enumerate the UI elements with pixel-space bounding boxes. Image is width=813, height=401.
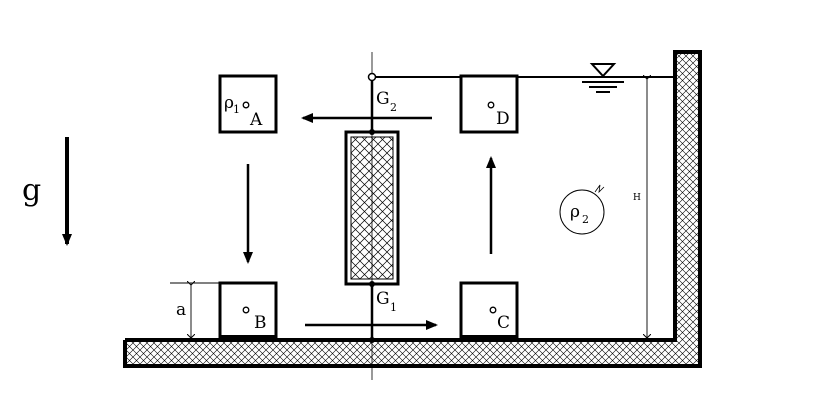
fluid-density-symbol: ρ (570, 202, 580, 222)
g2-label: G (376, 89, 390, 109)
box-c-letter: C (497, 313, 510, 333)
hatched-body (344, 130, 400, 286)
box-b (218, 281, 278, 341)
box-d (459, 74, 519, 134)
gravity-label: g (22, 173, 41, 208)
box-a-density-symbol: ρ (224, 93, 234, 113)
pivot-top (367, 72, 377, 82)
height-label: H (633, 193, 641, 203)
joint-g1 (369, 281, 375, 287)
offset-label: a (176, 300, 186, 320)
joint-g2 (369, 129, 375, 135)
fluid-density-marker (559, 184, 605, 235)
box-b-letter: B (254, 313, 267, 333)
offset-dimension (170, 283, 220, 338)
box-d-letter: D (496, 109, 510, 129)
container-floor (123, 50, 702, 368)
box-a-letter: A (249, 110, 263, 130)
box-a (218, 74, 278, 134)
g1-subscript: 1 (390, 301, 397, 314)
fluid-density-sub: 2 (582, 213, 589, 226)
free-surface-symbol (582, 63, 624, 93)
box-c (459, 281, 519, 341)
joint-bottom (369, 337, 375, 343)
box-a-density-sub: 1 (233, 103, 240, 116)
g2-subscript: 2 (390, 101, 397, 114)
g1-label: G (376, 289, 390, 309)
